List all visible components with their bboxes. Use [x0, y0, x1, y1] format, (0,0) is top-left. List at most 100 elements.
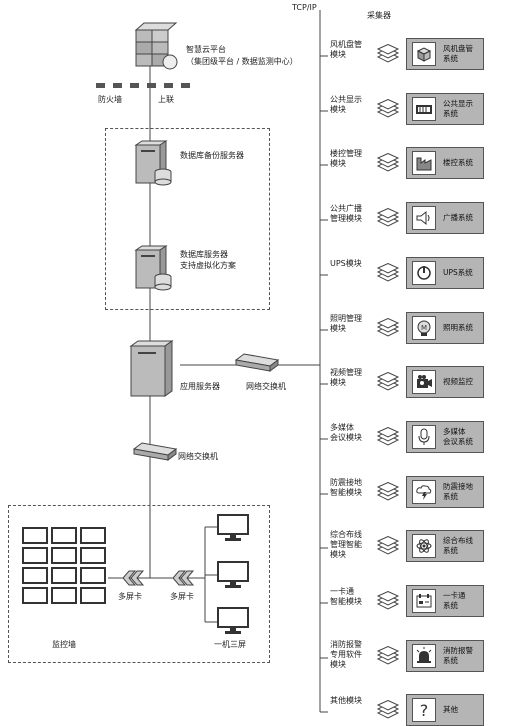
collector-icon: [376, 208, 400, 227]
system-label-line: 多媒体: [443, 427, 466, 436]
db-server-label-2: 支持虚拟化方案: [180, 261, 236, 270]
uplink-label: 上联: [158, 95, 174, 104]
collector-icon: [376, 646, 400, 665]
video-wall-screen: [22, 567, 48, 584]
module-label-line: 管理智能: [330, 540, 362, 549]
module-label-line: 模块: [330, 378, 346, 387]
system-label: 一卡通系统: [443, 591, 483, 611]
system-label: 广播系统: [443, 213, 483, 223]
system-label: 照明系统: [443, 323, 483, 333]
module-label-line: 专用软件: [330, 650, 362, 659]
power-icon: [412, 261, 436, 285]
system-label-line: 照明系统: [443, 323, 473, 332]
collector-icon: [376, 482, 400, 501]
module-label-line: 一卡通: [330, 587, 354, 596]
collector-icon: [376, 318, 400, 337]
module-label: 视频管理模块: [330, 368, 376, 388]
video-wall-screen: [80, 567, 106, 584]
cloud-title: 智慧云平台: [186, 45, 226, 54]
app-server-label: 应用服务器: [180, 382, 220, 391]
module-label: 防震接地智能模块: [330, 478, 376, 498]
system-box: 消防报警系统: [406, 640, 484, 672]
module-label: 消防报警专用软件模块: [330, 640, 376, 670]
system-label: 公共显示系统: [443, 99, 483, 119]
protocol-label: TCP/IP: [292, 3, 317, 12]
multiscreen2-label: 多屏卡: [170, 592, 194, 601]
atom-icon: [412, 534, 436, 558]
one-three-label: 一机三屏: [214, 640, 246, 649]
module-label-line: 模块: [330, 159, 346, 168]
module-label-line: 风机盘管: [330, 40, 362, 49]
collector-icon: [376, 372, 400, 391]
module-label-line: 模块: [330, 105, 346, 114]
system-box: 楼控系统: [406, 147, 484, 179]
module-label-line: UPS模块: [330, 259, 362, 268]
app-server-icon: [129, 340, 174, 397]
system-label-line: 公共显示: [443, 99, 473, 108]
module-label-line: 照明管理: [330, 314, 362, 323]
system-label-line: 一卡通: [443, 591, 466, 600]
video-wall-screen: [22, 587, 48, 604]
module-label-line: 消防报警: [330, 640, 362, 649]
video-wall-grid: [22, 527, 106, 604]
lightning-cloud-icon: [412, 480, 436, 504]
module-label-line: 模块: [330, 660, 346, 669]
multiscreen1-label: 多屏卡: [118, 592, 142, 601]
system-label-line: 楼控系统: [443, 158, 473, 167]
module-label-line: 楼控管理: [330, 149, 362, 158]
switch2-label: 网络交换机: [178, 452, 218, 461]
lamp-icon: M: [412, 316, 436, 340]
module-label: 公共显示模块: [330, 95, 376, 115]
module-label: 风机盘管模块: [330, 40, 376, 60]
module-label-line: 模块: [330, 50, 346, 59]
switch1-label: 网络交换机: [246, 382, 286, 391]
card-icon: [412, 589, 436, 613]
monitor-wall-label: 监控墙: [52, 640, 76, 649]
question-icon: ?: [412, 698, 436, 722]
video-wall-screen: [51, 527, 77, 544]
collector-icon: [376, 591, 400, 610]
system-box: ? 其他: [406, 694, 484, 726]
collector-icon: [376, 153, 400, 172]
system-label-line: 系统: [443, 109, 458, 118]
module-label-line: 综合布线: [330, 530, 362, 539]
system-box: 防震接地系统: [406, 476, 484, 508]
module-label-line: 智能模块: [330, 597, 362, 606]
module-label: 多媒体会议模块: [330, 423, 376, 443]
module-label-line: 公共显示: [330, 95, 362, 104]
camera-icon: [412, 370, 436, 394]
system-label-line: 综合布线: [443, 536, 473, 545]
video-wall-screen: [80, 587, 106, 604]
module-label-line: 管理模块: [330, 214, 362, 223]
collector-icon: [376, 427, 400, 446]
system-box: M 照明系统: [406, 312, 484, 344]
system-label-line: 系统: [443, 492, 458, 501]
module-label: 一卡通智能模块: [330, 587, 376, 607]
module-label: UPS模块: [330, 259, 376, 269]
network-switch-icon-2: [132, 442, 178, 461]
collector-icon: [376, 536, 400, 555]
multiscreen-card-icon-1: [122, 570, 145, 586]
module-label-line: 视频管理: [330, 368, 362, 377]
monitor-icon-3: [217, 607, 249, 634]
module-label-line: 防震接地: [330, 478, 362, 487]
system-label: 综合布线系统: [443, 536, 483, 556]
system-label-line: 系统: [443, 54, 458, 63]
system-label-line: 广播系统: [443, 213, 473, 222]
system-box: 风机盘管系统: [406, 38, 484, 70]
monitor-icon-2: [217, 561, 249, 588]
system-label-line: UPS系统: [443, 268, 473, 277]
system-box: 一卡通系统: [406, 585, 484, 617]
system-label: 其他: [443, 705, 483, 715]
firewall-label: 防火墙: [98, 95, 122, 104]
svg-text:?: ?: [420, 701, 429, 719]
db-server-label-1: 数据库服务器: [180, 250, 228, 259]
module-label-line: 模块: [330, 324, 346, 333]
module-label-line: 智能模块: [330, 488, 362, 497]
database-group: [105, 128, 270, 310]
module-label-line: 会议模块: [330, 433, 362, 442]
system-label: 消防报警系统: [443, 646, 483, 666]
system-label-line: 会议系统: [443, 437, 473, 446]
cloud-subtitle: （集团级平台 / 数据监测中心）: [186, 57, 298, 66]
